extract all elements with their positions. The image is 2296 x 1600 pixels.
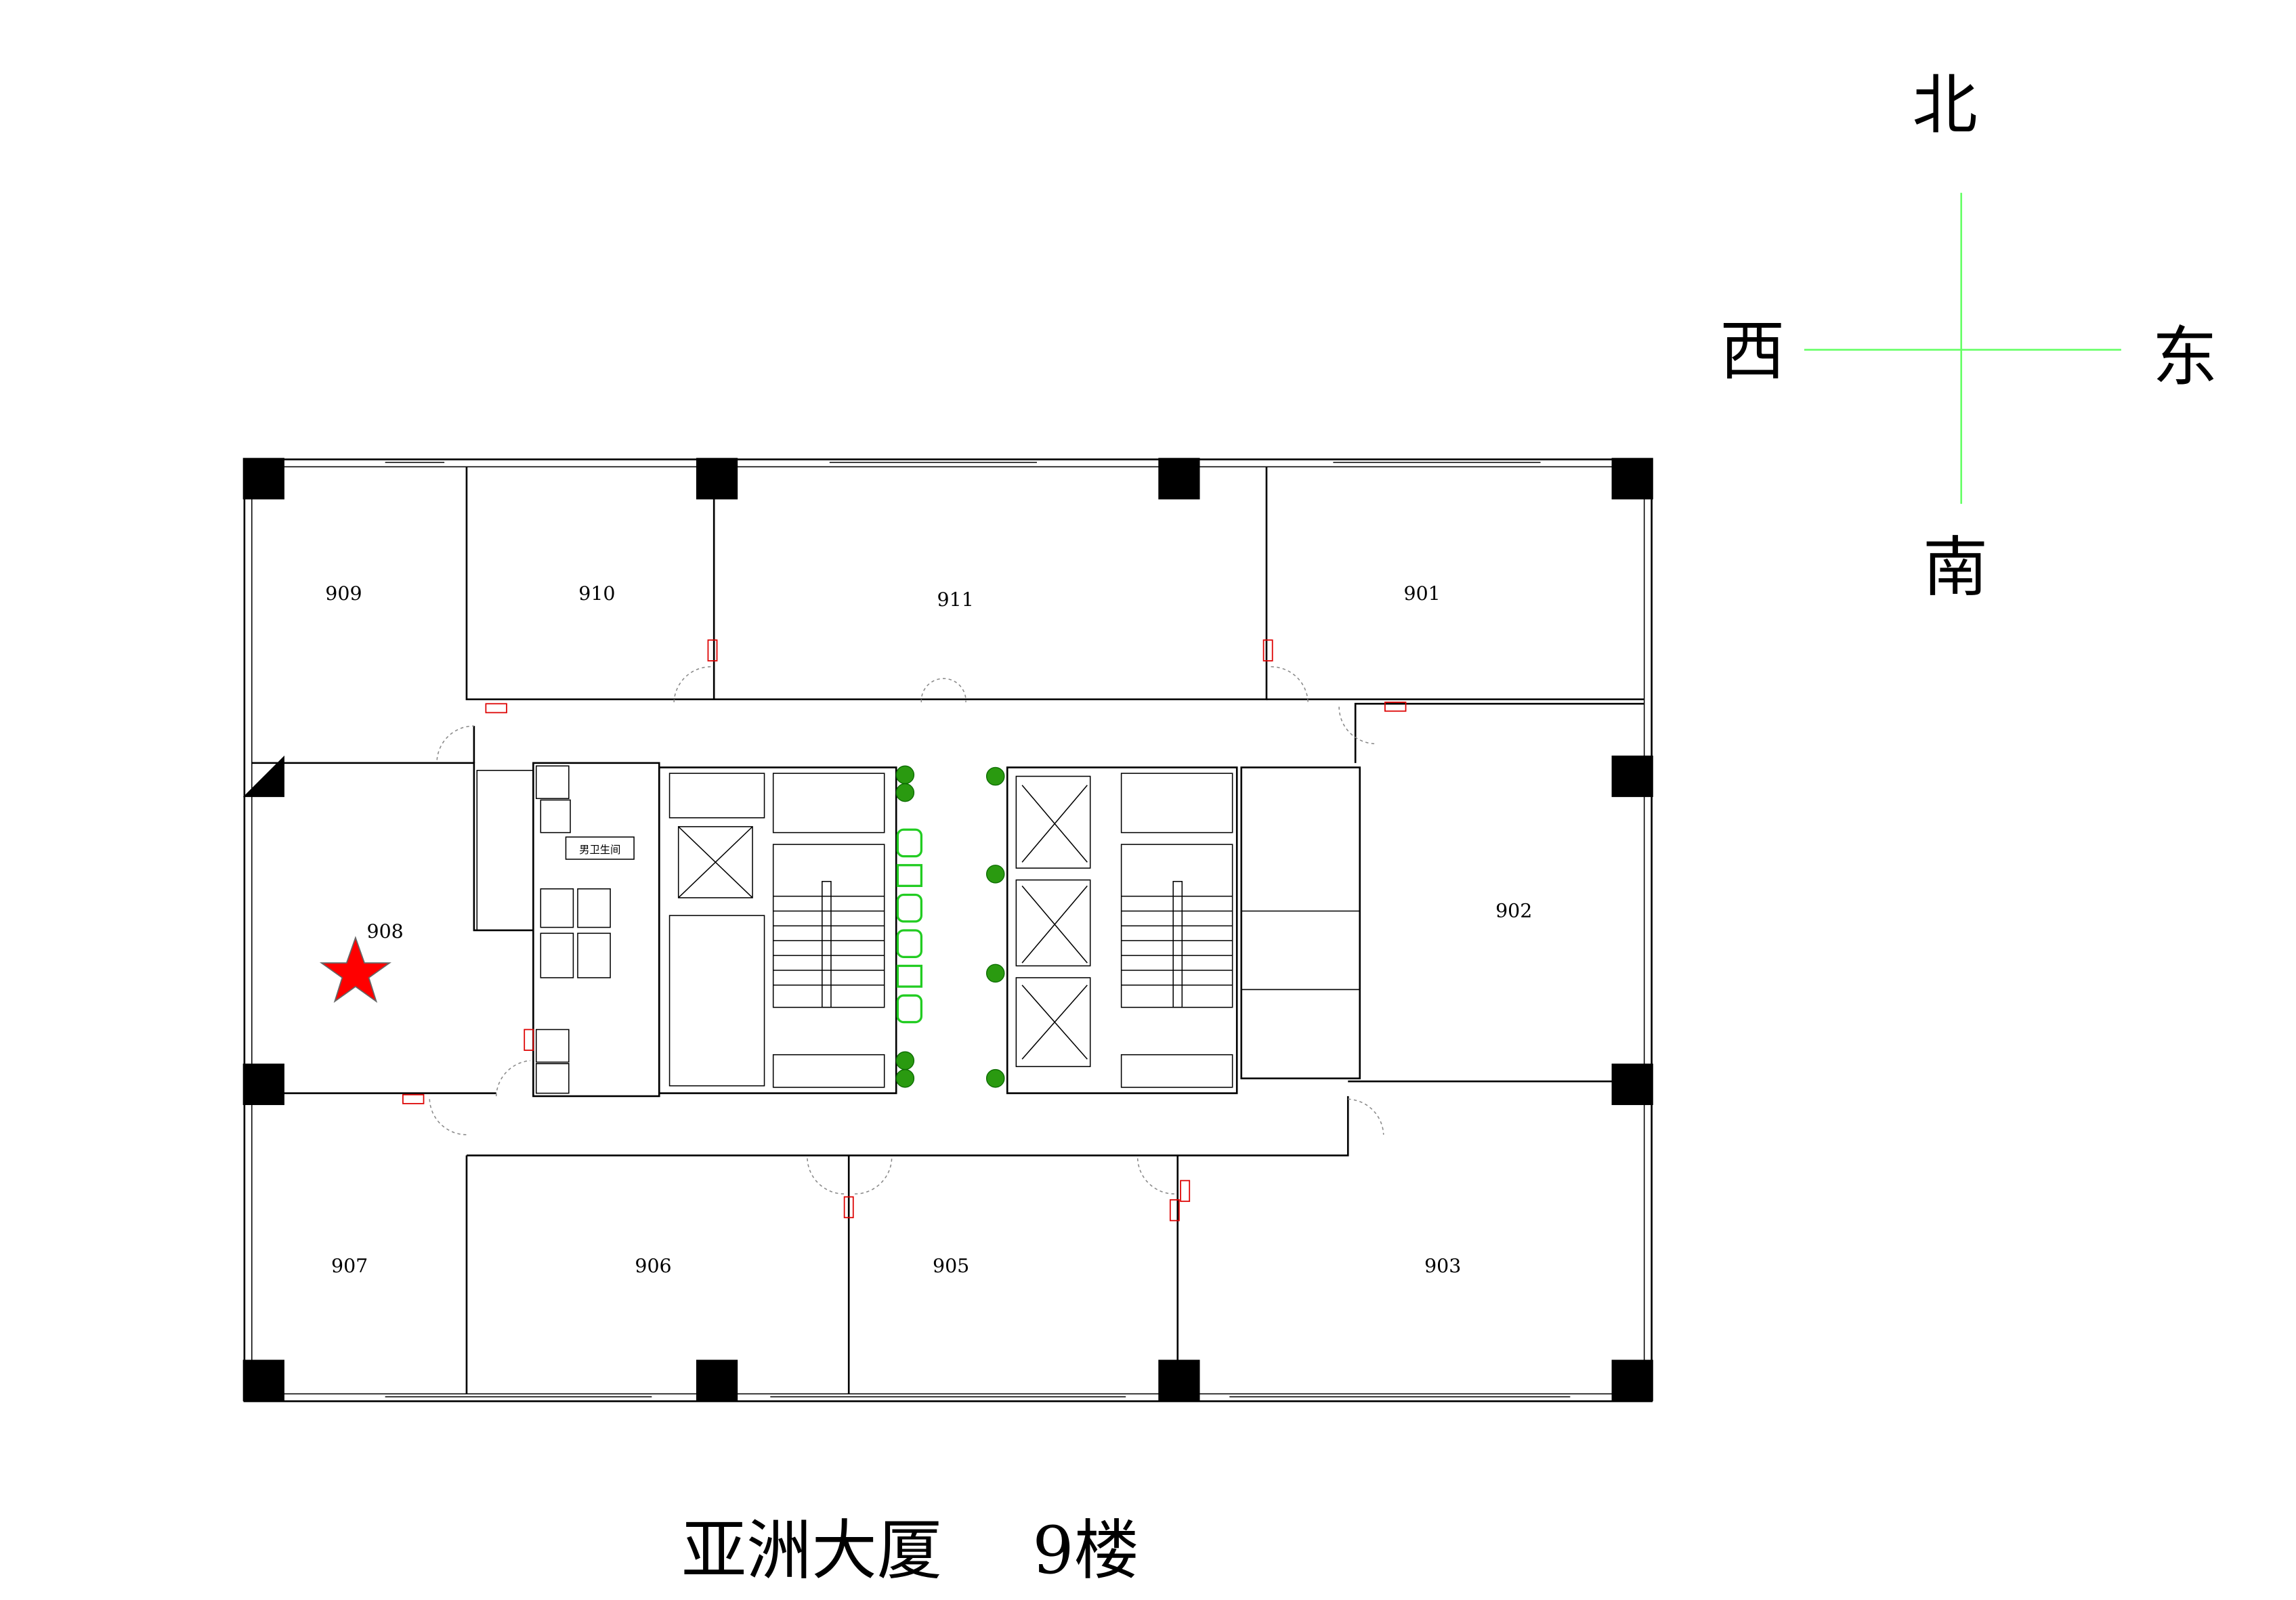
seat-icon: [896, 893, 923, 923]
plant-icon: [985, 1068, 1005, 1088]
doors: [402, 639, 1407, 1221]
seat-icon: [896, 828, 923, 858]
stairs-left: [773, 881, 885, 1008]
building-title: 亚洲大厦: [681, 1513, 942, 1588]
room-907: 907: [331, 1255, 368, 1277]
fire-hydrant-icon: [485, 703, 507, 714]
plant-icon: [895, 783, 915, 802]
room-906: 906: [635, 1255, 671, 1277]
table-icon: [896, 864, 923, 887]
location-star-icon: [319, 936, 391, 1003]
fire-hydrant-icon: [1169, 1199, 1180, 1221]
room-908: 908: [367, 920, 404, 943]
lobby-decor: [895, 765, 1005, 1088]
room-910: 910: [578, 582, 615, 605]
room-901: 901: [1403, 582, 1440, 605]
fire-hydrant-icon: [1262, 639, 1273, 662]
stairs-right: [1121, 881, 1233, 1008]
room-911: 911: [937, 588, 974, 611]
table-icon: [896, 964, 923, 988]
plant-icon: [895, 765, 915, 785]
building-core: 男卫生间: [476, 762, 1361, 1098]
fire-hydrant-icon: [1384, 701, 1407, 712]
floor-title: 9楼: [1032, 1513, 1139, 1588]
compass-south: 南: [1923, 529, 1988, 605]
plant-icon: [895, 1051, 915, 1071]
fire-hydrant-icon: [1180, 1180, 1191, 1203]
seat-icon: [896, 929, 923, 958]
plant-icon: [985, 964, 1005, 983]
plant-icon: [985, 865, 1005, 884]
room-labels: 909 910 911 901 902 908 907 906 905 903: [325, 582, 1532, 1277]
fire-hydrant-icon: [707, 639, 718, 662]
room-902: 902: [1495, 899, 1532, 922]
compass-west: 西: [1720, 313, 1785, 389]
seat-icon: [896, 994, 923, 1024]
compass-east: 东: [2152, 319, 2217, 395]
fire-hydrant-icon: [843, 1196, 854, 1219]
room-909: 909: [325, 582, 362, 605]
outer-walls: [243, 458, 1653, 1402]
room-905: 905: [933, 1255, 969, 1277]
room-903: 903: [1424, 1255, 1461, 1277]
compass-north: 北: [1913, 68, 1978, 144]
columns: [242, 458, 1653, 1402]
plant-icon: [985, 766, 1005, 786]
plant-icon: [895, 1068, 915, 1088]
restroom-label: 男卫生间: [579, 844, 620, 856]
compass: 北 西 东 南: [1720, 68, 2217, 605]
fire-hydrant-icon: [524, 1029, 534, 1051]
fire-hydrant-icon: [402, 1094, 425, 1104]
